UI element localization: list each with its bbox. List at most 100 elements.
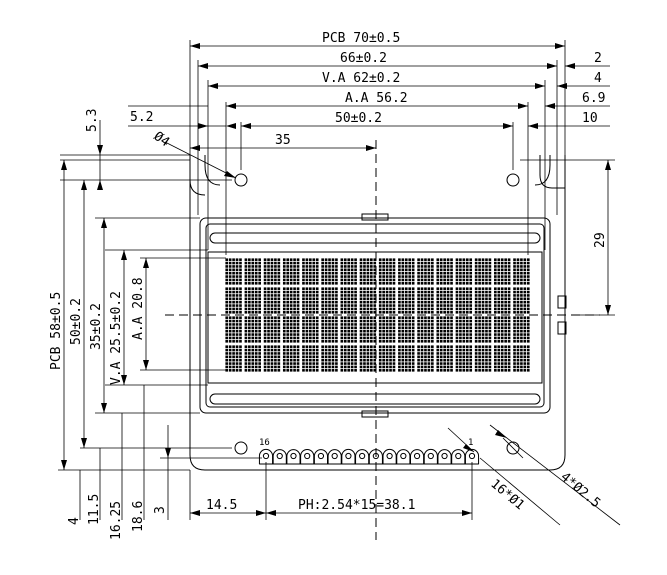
dim-module-height: 35±0.2 [89,303,104,350]
pin-pad [272,449,287,464]
character-cell [398,258,415,285]
character-cell [321,287,338,314]
character-cell [455,345,473,372]
mounting-hole-top-left [234,173,248,187]
pin-pad [258,448,274,464]
character-cell [263,287,281,314]
character-cell [282,258,300,285]
character-cell [225,287,242,314]
character-cell [340,345,357,372]
pin-label-first: 16 [259,438,270,448]
character-cell [340,287,357,314]
bottom-pin-dimensions [189,462,473,520]
dim-half-span: 35 [275,133,291,148]
dim-hole-dia: Ø4 [151,129,173,150]
character-cell [436,258,453,285]
character-cell [359,258,377,285]
character-cell [244,258,261,285]
pin-hole [317,452,325,460]
character-cell [244,316,261,343]
character-cell [378,316,396,343]
dim-left-5-2: 5.2 [130,110,153,125]
character-cell [378,287,396,314]
character-cell [494,258,511,285]
character-cell [302,345,319,372]
character-cell [244,287,261,314]
bottom-left-dimensions [79,385,262,520]
pin-hole [441,452,448,460]
character-cell [474,345,492,372]
pin-pad [410,449,425,464]
left-dimensions [58,159,232,471]
dim-pcb-height: PCB 58±0.5 [49,292,64,370]
character-cell [513,316,530,343]
dim-right-29: 29 [593,232,608,248]
character-cell [455,258,473,285]
character-cell [244,345,261,372]
pin-hole [413,452,421,460]
dim-right-6-9: 6.9 [582,91,605,106]
pin-hole [345,452,352,460]
character-cell [474,316,492,343]
pin-hole [468,452,476,460]
pin-pad [464,448,480,464]
character-cell [302,258,319,285]
character-cell [436,345,453,372]
character-cell [398,287,415,314]
character-cell [513,345,530,372]
dim-pcb-width: PCB 70±0.5 [322,31,400,46]
character-cell [494,316,511,343]
character-cell [225,316,242,343]
pin-pad [355,449,370,464]
pin-hole [427,452,434,460]
dim-va-height: V.A 25.5±0.2 [109,291,124,385]
character-cell [225,258,242,285]
dim-hole-vspan: 50±0.2 [69,298,84,345]
dim-aa-width: A.A 56.2 [345,91,408,106]
pin-pad [313,449,328,464]
character-cell [263,345,281,372]
character-cell [321,345,338,372]
pin-hole [386,452,393,460]
character-cell [494,287,511,314]
mounting-hole-bottom-right [506,441,520,455]
dim-bottom-4: 4 [67,517,82,525]
pin-hole [304,452,311,460]
character-cell [359,316,377,343]
dim-hole-span: 50±0.2 [335,111,382,126]
character-cell [398,345,415,372]
pin-hole [359,452,366,460]
character-cell [359,287,377,314]
character-matrix [225,258,530,372]
character-cell [436,287,453,314]
dim-module-width: 66±0.2 [340,51,387,66]
pin-header [258,448,480,465]
character-cell [340,258,357,285]
pin-hole [276,452,283,460]
pin-label-last: 1 [468,438,473,448]
pin-hole [262,452,270,460]
pin-pad [423,448,438,464]
character-cell [436,316,453,343]
pin-hole [455,452,462,460]
viewing-area [207,251,543,384]
pin-pad [368,449,383,464]
character-cell [417,287,434,314]
pin-pad [341,448,356,464]
character-cell [282,287,300,314]
pin-pad [286,449,301,464]
dim-right-4: 4 [594,71,602,86]
pin-hole [290,452,297,460]
character-cell [282,345,300,372]
character-cell [340,316,357,343]
dim-bottom-3: 3 [153,506,168,514]
character-cell [302,287,319,314]
pin-pad [382,448,397,464]
character-cell [494,345,511,372]
dim-right-10: 10 [582,111,598,126]
pin-pad [396,449,411,464]
character-cell [455,287,473,314]
character-cell [474,258,492,285]
character-cell [398,316,415,343]
character-cell [263,316,281,343]
